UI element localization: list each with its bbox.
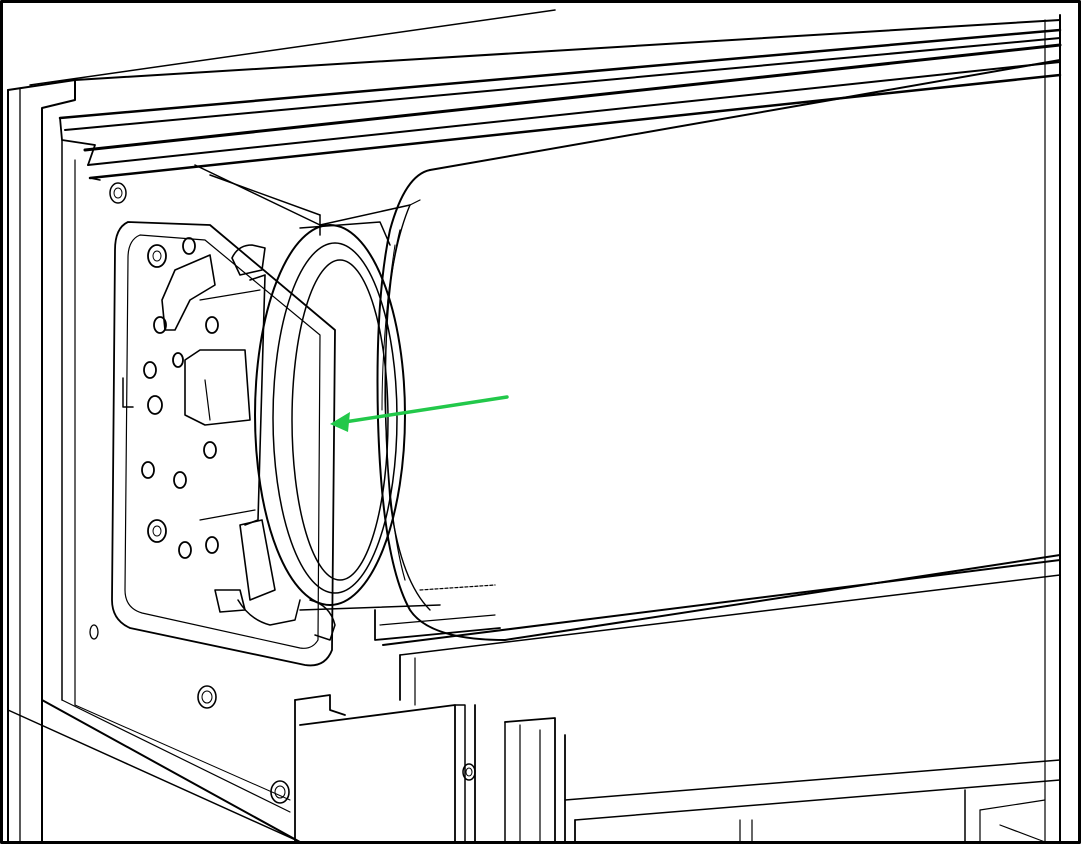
housing-interior [194, 164, 411, 236]
top-rail [29, 9, 1062, 843]
gear-hub [161, 244, 336, 641]
lower-profile [294, 559, 1061, 843]
frame-housing [7, 79, 301, 843]
mounting-bracket [111, 221, 336, 667]
roller-tube [376, 59, 1061, 641]
direction-arrow [330, 395, 509, 432]
end-cap-flange [254, 221, 441, 611]
